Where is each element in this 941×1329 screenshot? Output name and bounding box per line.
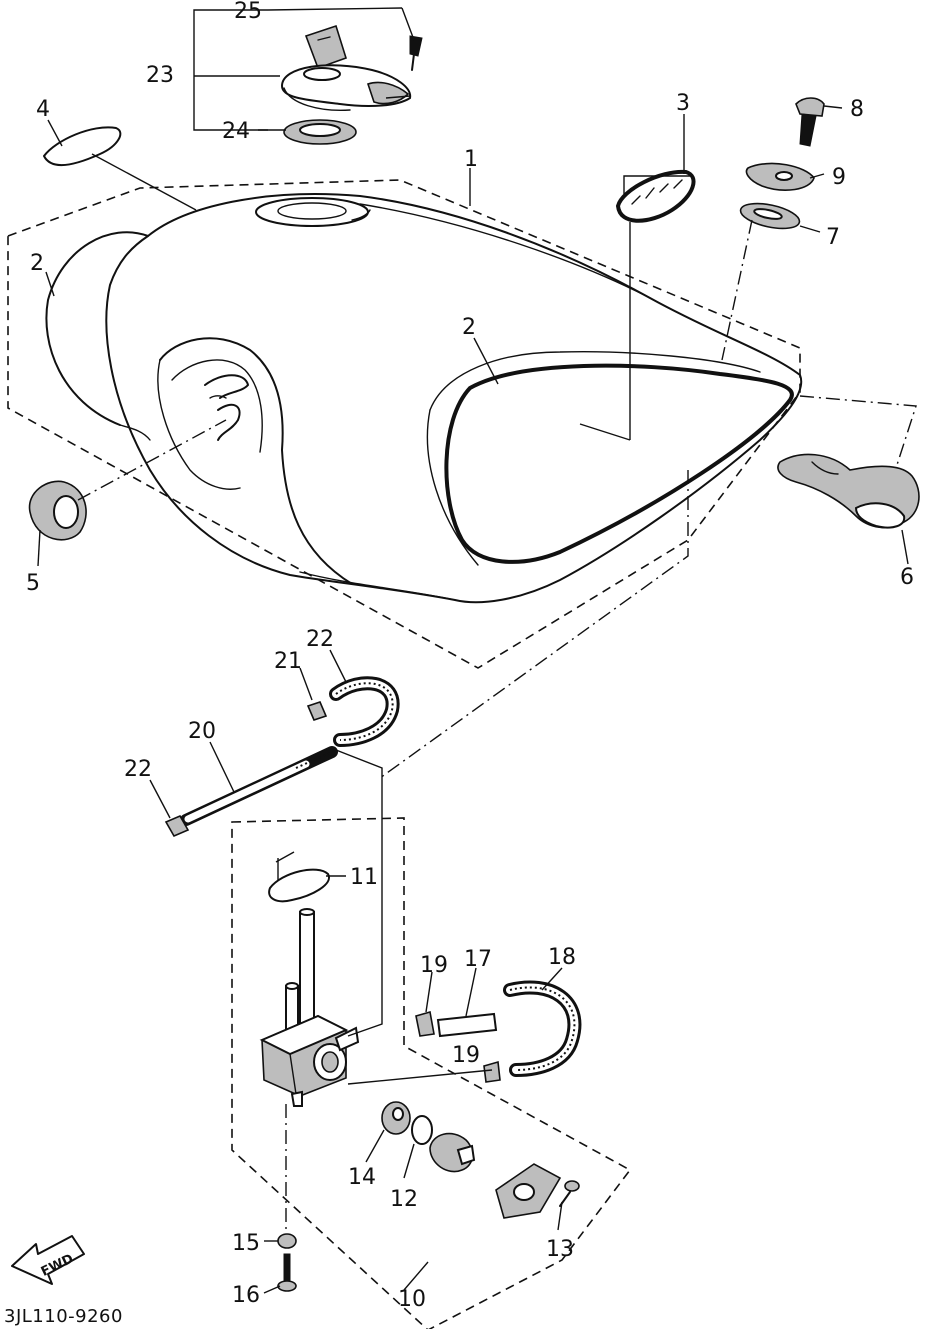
part-19-clip-lower <box>483 1060 501 1083</box>
part-19-clip-upper <box>415 1010 435 1037</box>
leader-lines <box>37 7 917 1294</box>
callout-19-lower: 19 <box>452 1043 480 1068</box>
part-3-emblem <box>615 169 696 223</box>
callout-21: 22 <box>306 627 334 652</box>
fuel-tank <box>45 193 803 604</box>
part-14-diaphragm <box>381 1101 411 1135</box>
part-22-clip-top <box>306 701 328 721</box>
part-8-bolt <box>795 97 825 147</box>
callout-9: 9 <box>832 165 846 190</box>
callout-1: 1 <box>464 147 478 172</box>
callout-19-upper: 19 <box>420 953 448 978</box>
callout-7: 7 <box>826 225 840 250</box>
callout-4: 4 <box>36 97 50 122</box>
callout-25: 25 <box>234 0 262 24</box>
callout-labels: 25 23 24 4 1 3 8 9 7 2 2 5 6 22 21 20 22… <box>4 0 914 1327</box>
callout-5: 5 <box>26 571 40 596</box>
fuel-cock-cover-plate <box>495 1163 562 1219</box>
fwd-label: FWD <box>39 1251 76 1279</box>
part-16-screw <box>277 1253 297 1292</box>
callout-11: 11 <box>350 865 378 890</box>
part-6-bracket <box>777 453 920 529</box>
part-13-screw <box>559 1180 580 1207</box>
part-7-damper <box>739 202 801 230</box>
callout-22-bottom: 22 <box>124 757 152 782</box>
fuel-cock-lever <box>429 1132 476 1173</box>
callout-13: 13 <box>546 1237 574 1262</box>
callout-18: 18 <box>548 945 576 970</box>
part-5-cap-nut <box>28 480 87 541</box>
callout-15: 15 <box>232 1231 260 1256</box>
fuel-cock-assembly-boundary <box>231 817 632 1329</box>
part-9-collar <box>745 162 815 191</box>
part-4-grommet <box>43 126 122 167</box>
fuel-cap-assembly <box>280 24 423 145</box>
part-12-oring <box>411 1115 433 1145</box>
callout-6: 6 <box>900 565 914 590</box>
part-10-fuel-cock <box>259 908 360 1107</box>
callout-23: 23 <box>146 63 174 88</box>
callout-2-left: 2 <box>30 251 44 276</box>
part-17-hose <box>436 1012 498 1038</box>
callout-2-right: 2 <box>462 315 476 340</box>
callout-12: 12 <box>390 1187 418 1212</box>
callout-22-top: 21 <box>274 649 302 674</box>
part-11-oring <box>268 868 330 903</box>
callout-24: 24 <box>222 119 250 144</box>
part-20-hose <box>180 746 338 826</box>
callout-10: 10 <box>398 1287 426 1312</box>
callout-8: 8 <box>850 97 864 122</box>
forward-arrow-icon: FWD <box>11 1235 85 1285</box>
callout-14: 14 <box>348 1165 376 1190</box>
callout-17: 17 <box>464 947 492 972</box>
part-21-hose <box>329 676 400 747</box>
part-18-hose <box>503 980 582 1077</box>
callout-20: 20 <box>188 719 216 744</box>
callout-16: 16 <box>232 1283 260 1308</box>
part-22-clip-bottom <box>164 814 190 838</box>
drawing-code: 3JL110-9260 <box>4 1306 123 1327</box>
part-15-washer <box>277 1233 297 1249</box>
callout-3: 3 <box>676 91 690 116</box>
